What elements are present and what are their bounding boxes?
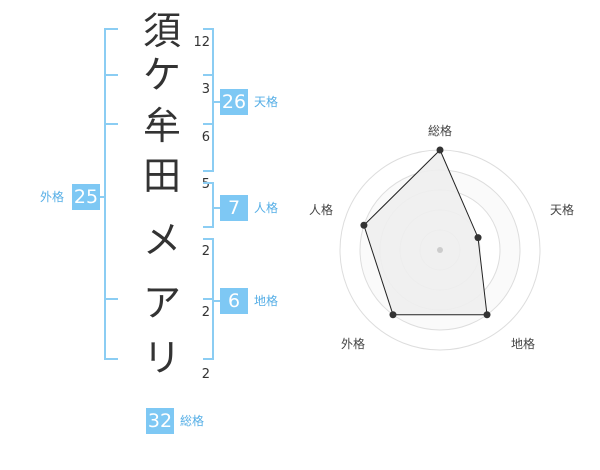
name-char-7: リ bbox=[142, 336, 181, 380]
name-char-1: 須 bbox=[142, 9, 181, 53]
tenkaku-bracket-tick bbox=[203, 123, 214, 125]
jinkaku-bracket-tick bbox=[203, 182, 214, 184]
gaikaku-bracket-tick bbox=[104, 123, 118, 125]
gaikaku-bracket-tick bbox=[104, 358, 118, 360]
stroke-count-4: 5 bbox=[201, 177, 210, 192]
tenkaku-badge: 26 bbox=[220, 89, 248, 115]
chikaku-badge: 6 bbox=[220, 288, 248, 314]
chikaku-bracket-connector bbox=[212, 300, 220, 302]
jinkaku-bracket-tick bbox=[203, 226, 214, 228]
stroke-count-5: 2 bbox=[201, 244, 210, 259]
radar-point-4 bbox=[389, 311, 397, 319]
tenkaku-bracket bbox=[212, 28, 214, 172]
tenkaku-label: 天格 bbox=[254, 95, 279, 109]
tenkaku-bracket-tick bbox=[203, 170, 214, 172]
gaikaku-bracket-connector bbox=[98, 196, 106, 198]
gaikaku-label: 外格 bbox=[40, 190, 65, 204]
gaikaku-bracket-tick bbox=[104, 28, 118, 30]
name-char-6: ア bbox=[142, 281, 181, 325]
chikaku-bracket-tick bbox=[203, 238, 214, 240]
name-char-5: メ bbox=[142, 218, 181, 262]
radar-label-soukaku: 総格 bbox=[428, 124, 453, 138]
name-char-4: 田 bbox=[142, 154, 181, 198]
stroke-count-1: 12 bbox=[193, 35, 210, 50]
soukaku-badge: 32 bbox=[146, 408, 174, 434]
radar-label-gaikaku: 外格 bbox=[341, 337, 366, 351]
tenkaku-bracket-connector bbox=[212, 101, 220, 103]
stroke-count-3: 6 bbox=[201, 130, 210, 145]
chikaku-label: 地格 bbox=[254, 294, 279, 308]
jinkaku-bracket-connector bbox=[212, 207, 220, 209]
radar-point-1 bbox=[436, 146, 444, 154]
stroke-count-2: 3 bbox=[201, 82, 210, 97]
soukaku-label: 総格 bbox=[180, 414, 205, 428]
gaikaku-badge: 25 bbox=[72, 184, 100, 210]
radar-center-dot bbox=[437, 247, 443, 253]
stroke-count-6: 2 bbox=[201, 305, 210, 320]
gaikaku-bracket-tick bbox=[104, 74, 118, 76]
name-char-2: ケ bbox=[142, 53, 181, 97]
radar-label-tenkaku: 天格 bbox=[550, 203, 575, 217]
tenkaku-bracket-tick bbox=[203, 74, 214, 76]
chikaku-bracket-tick bbox=[203, 298, 214, 300]
radar-point-2 bbox=[474, 234, 482, 242]
radar-label-jinkaku: 人格 bbox=[309, 203, 334, 217]
radar-polygon bbox=[363, 149, 488, 316]
stroke-count-7: 2 bbox=[201, 367, 210, 382]
jinkaku-label: 人格 bbox=[254, 201, 279, 215]
radar-point-3 bbox=[483, 311, 491, 319]
name-char-3: 牟 bbox=[142, 104, 181, 148]
radar-label-chikaku: 地格 bbox=[511, 337, 536, 351]
chikaku-bracket-tick bbox=[203, 358, 214, 360]
radar-point-5 bbox=[360, 221, 368, 229]
gaikaku-bracket bbox=[104, 28, 106, 360]
tenkaku-bracket-tick bbox=[203, 28, 214, 30]
radar-points bbox=[360, 146, 491, 319]
jinkaku-badge: 7 bbox=[220, 195, 248, 221]
jinkaku-bracket bbox=[212, 182, 214, 228]
gaikaku-bracket-tick bbox=[104, 298, 118, 300]
